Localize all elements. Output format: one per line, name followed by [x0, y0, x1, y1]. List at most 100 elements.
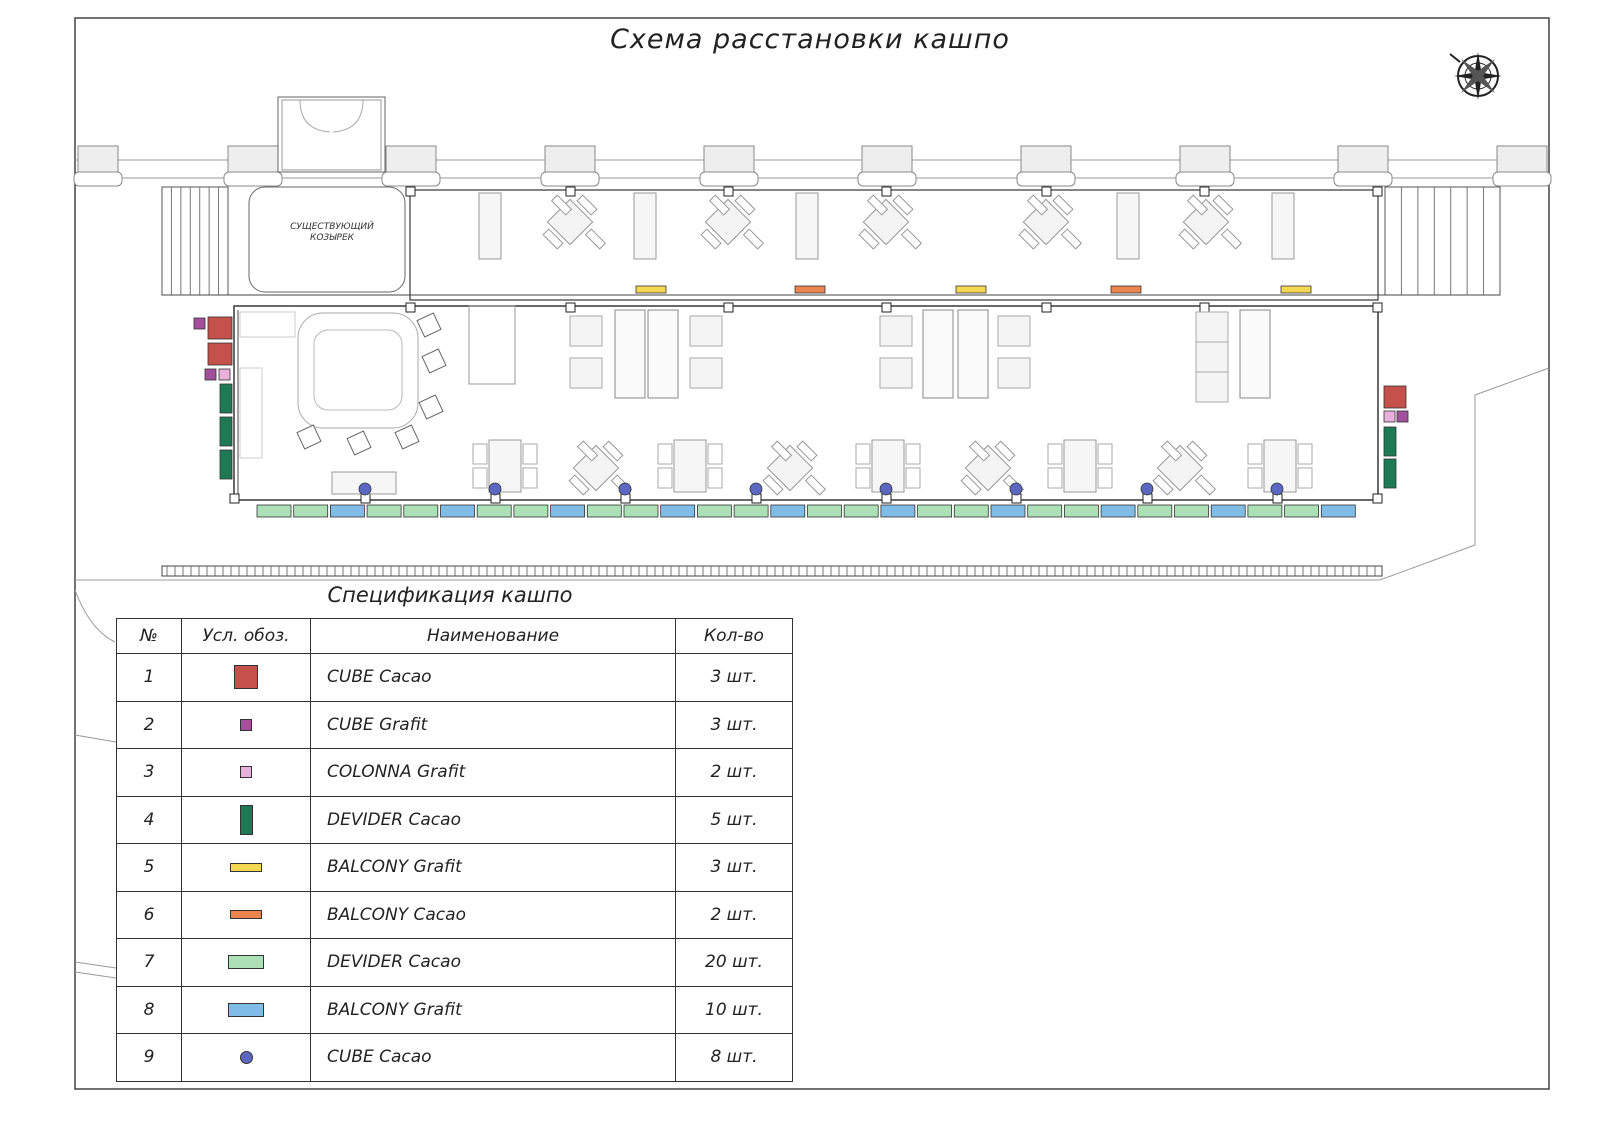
planter-balcony-grafit	[990, 504, 1026, 518]
row-symbol	[181, 890, 311, 939]
planter-balcony-grafit	[660, 504, 696, 518]
row-qty: 20 шт.	[675, 938, 793, 987]
facade-sill	[1333, 171, 1393, 187]
row-name: COLONNA Grafit	[310, 748, 676, 797]
planter-swatch-icon	[230, 910, 262, 920]
row-no: 5	[116, 843, 182, 892]
row-no: 8	[116, 985, 182, 1034]
main-hall	[233, 305, 1379, 501]
facade-bay	[1496, 145, 1548, 173]
railing	[161, 565, 1383, 577]
table-with-chairs	[1271, 192, 1295, 260]
facade-sill	[540, 171, 600, 187]
row-symbol	[181, 795, 311, 844]
facade-bay	[861, 145, 913, 173]
square-table	[762, 440, 827, 496]
square-table	[1195, 371, 1229, 403]
planter-balcony-grafit	[770, 504, 806, 518]
planter-cube-cacao-round	[1140, 482, 1154, 496]
planter-cube-grafit	[193, 317, 206, 330]
row-name: BALCONY Cacao	[310, 890, 676, 939]
table-with-chairs	[1116, 192, 1140, 260]
planter-balcony-grafit	[550, 504, 585, 518]
bar-stool	[346, 430, 372, 456]
planter-devider-cacao	[917, 504, 952, 518]
row-name: CUBE Cacao	[310, 653, 676, 702]
planter-cube-cacao-round	[358, 482, 372, 496]
facade-bay	[1179, 145, 1231, 173]
square-table	[1018, 194, 1083, 250]
spec-row: 6 BALCONY Cacao 2 шт.	[116, 890, 793, 939]
site-curve	[74, 589, 116, 643]
planter-devider-cacao	[293, 504, 329, 518]
bar-stool	[416, 312, 442, 338]
spec-row: 9 CUBE Cacao 8 шт.	[116, 1033, 793, 1082]
facade-bay	[385, 145, 437, 173]
canopy-label: СУЩЕСТВУЮЩИЙ КОЗЫРЕК	[262, 222, 402, 244]
sofa	[922, 309, 954, 399]
planter-cube-cacao	[207, 316, 233, 340]
planter-devider-cacao	[513, 504, 549, 518]
facade	[73, 145, 1552, 187]
compass-rose-icon	[1449, 52, 1502, 100]
row-qty: 3 шт.	[675, 843, 793, 892]
planter-balcony-grafit	[1280, 285, 1312, 294]
square-table	[689, 357, 723, 389]
planter-balcony-cacao	[794, 285, 826, 294]
header-name: Наименование	[310, 618, 676, 654]
spec-row: 8 BALCONY Grafit 10 шт.	[116, 985, 793, 1034]
square-table	[997, 357, 1031, 389]
square-table	[960, 440, 1025, 496]
planter-colonna-grafit	[1383, 410, 1396, 423]
facade-sill	[699, 171, 759, 187]
square-table	[542, 194, 607, 250]
canopy-label-line1: СУЩЕСТВУЮЩИЙ	[290, 222, 374, 232]
planter-cube-cacao-round	[1009, 482, 1023, 496]
header-no: №	[116, 618, 182, 654]
row-name: CUBE Cacao	[310, 1033, 676, 1082]
square-table	[700, 194, 765, 250]
planter-devider-cacao	[256, 504, 292, 518]
facade-sill	[857, 171, 917, 187]
table-with-chairs	[633, 192, 657, 260]
bar-stool	[394, 424, 420, 450]
row-name: BALCONY Grafit	[310, 985, 676, 1034]
facade-sill	[73, 171, 123, 187]
spec-row: 1 CUBE Cacao 3 шт.	[116, 653, 793, 702]
sofa	[614, 309, 646, 399]
row-qty: 2 шт.	[675, 890, 793, 939]
facade-sill	[1016, 171, 1076, 187]
planter-devider-cacao	[219, 416, 233, 447]
bar-counter	[239, 305, 516, 459]
spec-table: № Усл. обоз. Наименование Кол-во 1 CUBE …	[116, 618, 793, 1082]
planter-swatch-icon	[234, 665, 258, 690]
row-no: 9	[116, 1033, 182, 1082]
planter-devider-cacao	[1174, 504, 1209, 518]
drawing-title: Схема расстановки кашпо	[610, 24, 1010, 55]
row-qty: 2 шт.	[675, 748, 793, 797]
square-table	[997, 315, 1031, 347]
facade-bay	[1020, 145, 1072, 173]
table-with-chairs	[795, 192, 819, 260]
planter-cube-cacao-round	[488, 482, 502, 496]
row-symbol	[181, 1033, 311, 1082]
facade-bay	[227, 145, 279, 173]
planter-balcony-grafit	[329, 504, 365, 518]
row-symbol	[181, 985, 311, 1034]
planter-swatch-icon	[228, 1002, 264, 1017]
planters	[193, 285, 1409, 518]
square-table	[689, 315, 723, 347]
facade-bay	[77, 145, 119, 173]
facade-sill	[1175, 171, 1235, 187]
entrance-vestibule	[277, 96, 386, 173]
planter-balcony-cacao	[1110, 285, 1142, 294]
facade-sill	[381, 171, 441, 187]
row-symbol	[181, 748, 311, 797]
spec-row: 3 COLONNA Grafit 2 шт.	[116, 748, 793, 797]
spec-row: 7 DEVIDER Cacao 20 шт.	[116, 938, 793, 987]
planter-devider-cacao	[1137, 504, 1173, 518]
planter-devider-cacao	[623, 504, 659, 518]
square-table	[568, 440, 633, 496]
row-no: 7	[116, 938, 182, 987]
planter-swatch-icon	[239, 804, 253, 835]
